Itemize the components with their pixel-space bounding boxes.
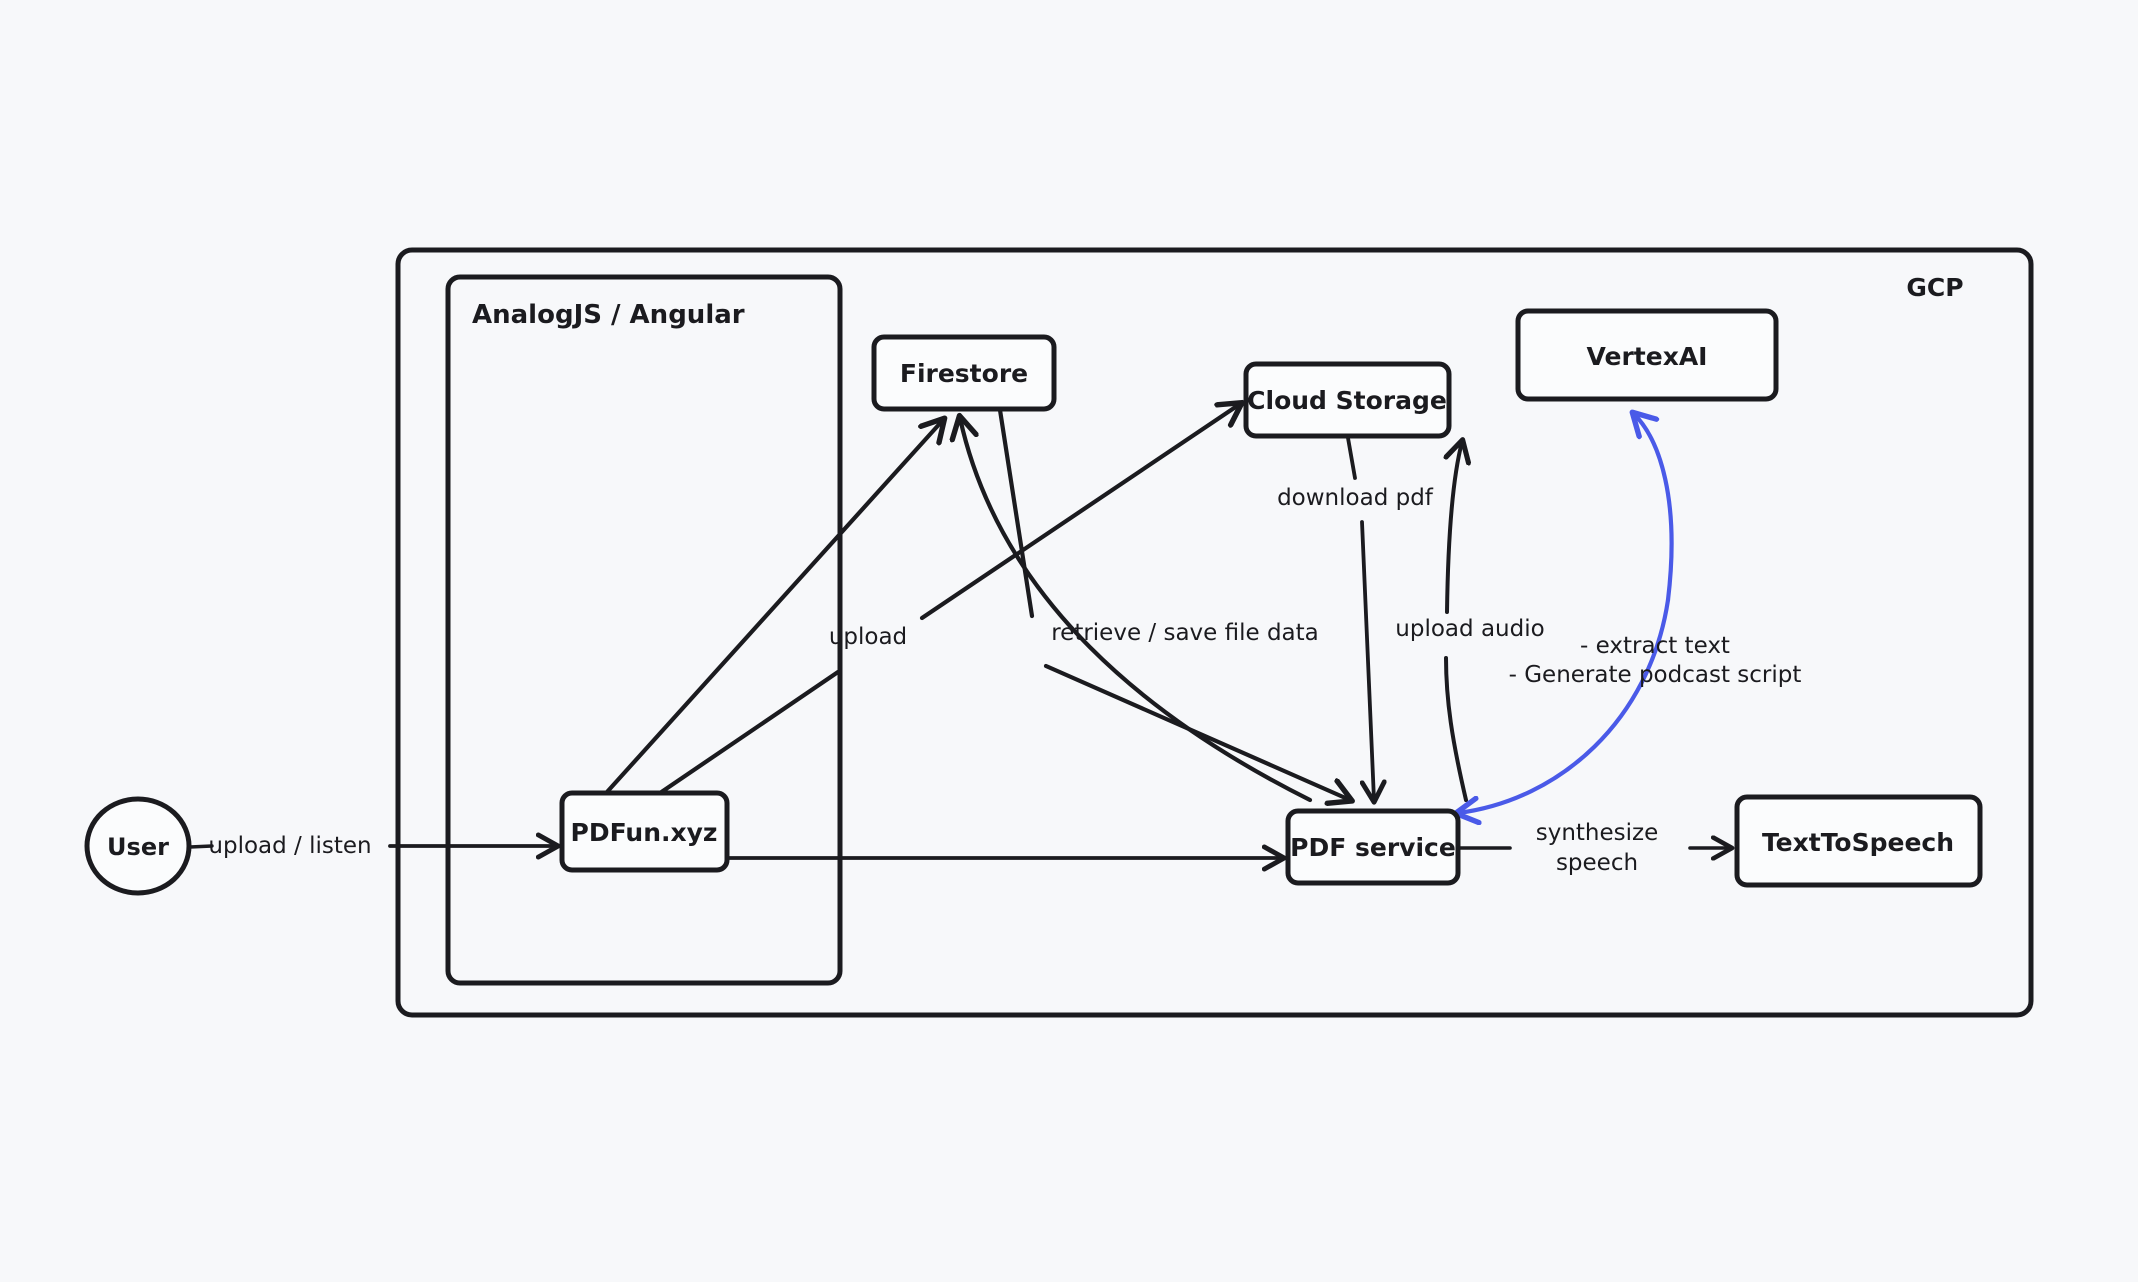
firestore-shape[interactable]	[871, 334, 1057, 412]
node-user[interactable]: User	[84, 796, 192, 896]
edge-user-to-pdfun: upload / listen	[188, 833, 556, 859]
gcp-boundary	[395, 247, 2034, 1018]
edge-label-retrieve-save-file-data: retrieve / save file data	[1051, 620, 1319, 646]
cloud-storage-shape[interactable]	[1243, 361, 1452, 439]
edge-pdfun-to-cloudstorage: upload	[657, 404, 1240, 796]
texttospeech-shape[interactable]	[1734, 794, 1983, 888]
node-texttospeech[interactable]: TextToSpeech	[1734, 794, 1983, 888]
pdf-service-label: PDF service	[1290, 833, 1456, 862]
edge-pdfservice-to-texttospeech: synthesize speech	[1458, 820, 1730, 876]
pdfun-label: PDFun.xyz	[571, 818, 718, 847]
edge-label-speech: speech	[1556, 850, 1638, 876]
texttospeech-label: TextToSpeech	[1762, 828, 1954, 857]
analogjs-boundary	[445, 274, 843, 986]
vertexai-shape[interactable]	[1515, 308, 1779, 402]
edge-label-generate-podcast-script: - Generate podcast script	[1509, 662, 1802, 688]
edge-pdfservice-to-firestore	[960, 418, 1313, 803]
cloud-storage-label: Cloud Storage	[1247, 386, 1447, 415]
firestore-label: Firestore	[900, 359, 1028, 388]
edge-label-extract-text: - extract text	[1580, 633, 1730, 659]
user-label: User	[107, 833, 169, 861]
pdfun-shape[interactable]	[559, 790, 730, 873]
edge-firestore-to-pdfservice: retrieve / save file data	[997, 407, 1350, 800]
edge-label-synthesize: synthesize	[1536, 820, 1659, 846]
node-vertexai[interactable]: VertexAI	[1515, 308, 1779, 402]
vertexai-label: VertexAI	[1587, 342, 1708, 371]
node-firestore[interactable]: Firestore	[871, 334, 1057, 412]
edge-pdfservice-to-vertexai: - extract text - Generate podcast script	[1458, 414, 1801, 813]
group-gcp: GCP	[395, 247, 2034, 1018]
edge-label-upload-audio: upload audio	[1395, 616, 1544, 642]
node-pdf-service[interactable]: PDF service	[1285, 808, 1461, 886]
edge-label-upload-listen: upload / listen	[208, 833, 371, 859]
analogjs-label: AnalogJS / Angular	[472, 300, 745, 330]
group-analogjs: AnalogJS / Angular	[445, 274, 843, 986]
edge-pdfun-to-firestore	[604, 420, 943, 795]
node-pdfun[interactable]: PDFun.xyz	[559, 790, 730, 873]
node-cloud-storage[interactable]: Cloud Storage	[1243, 361, 1452, 439]
user-shape[interactable]	[84, 796, 192, 896]
edge-label-download-pdf: download pdf	[1277, 485, 1434, 511]
edge-label-upload: upload	[829, 624, 907, 650]
gcp-label: GCP	[1906, 273, 1963, 302]
pdf-service-shape[interactable]	[1285, 808, 1461, 886]
